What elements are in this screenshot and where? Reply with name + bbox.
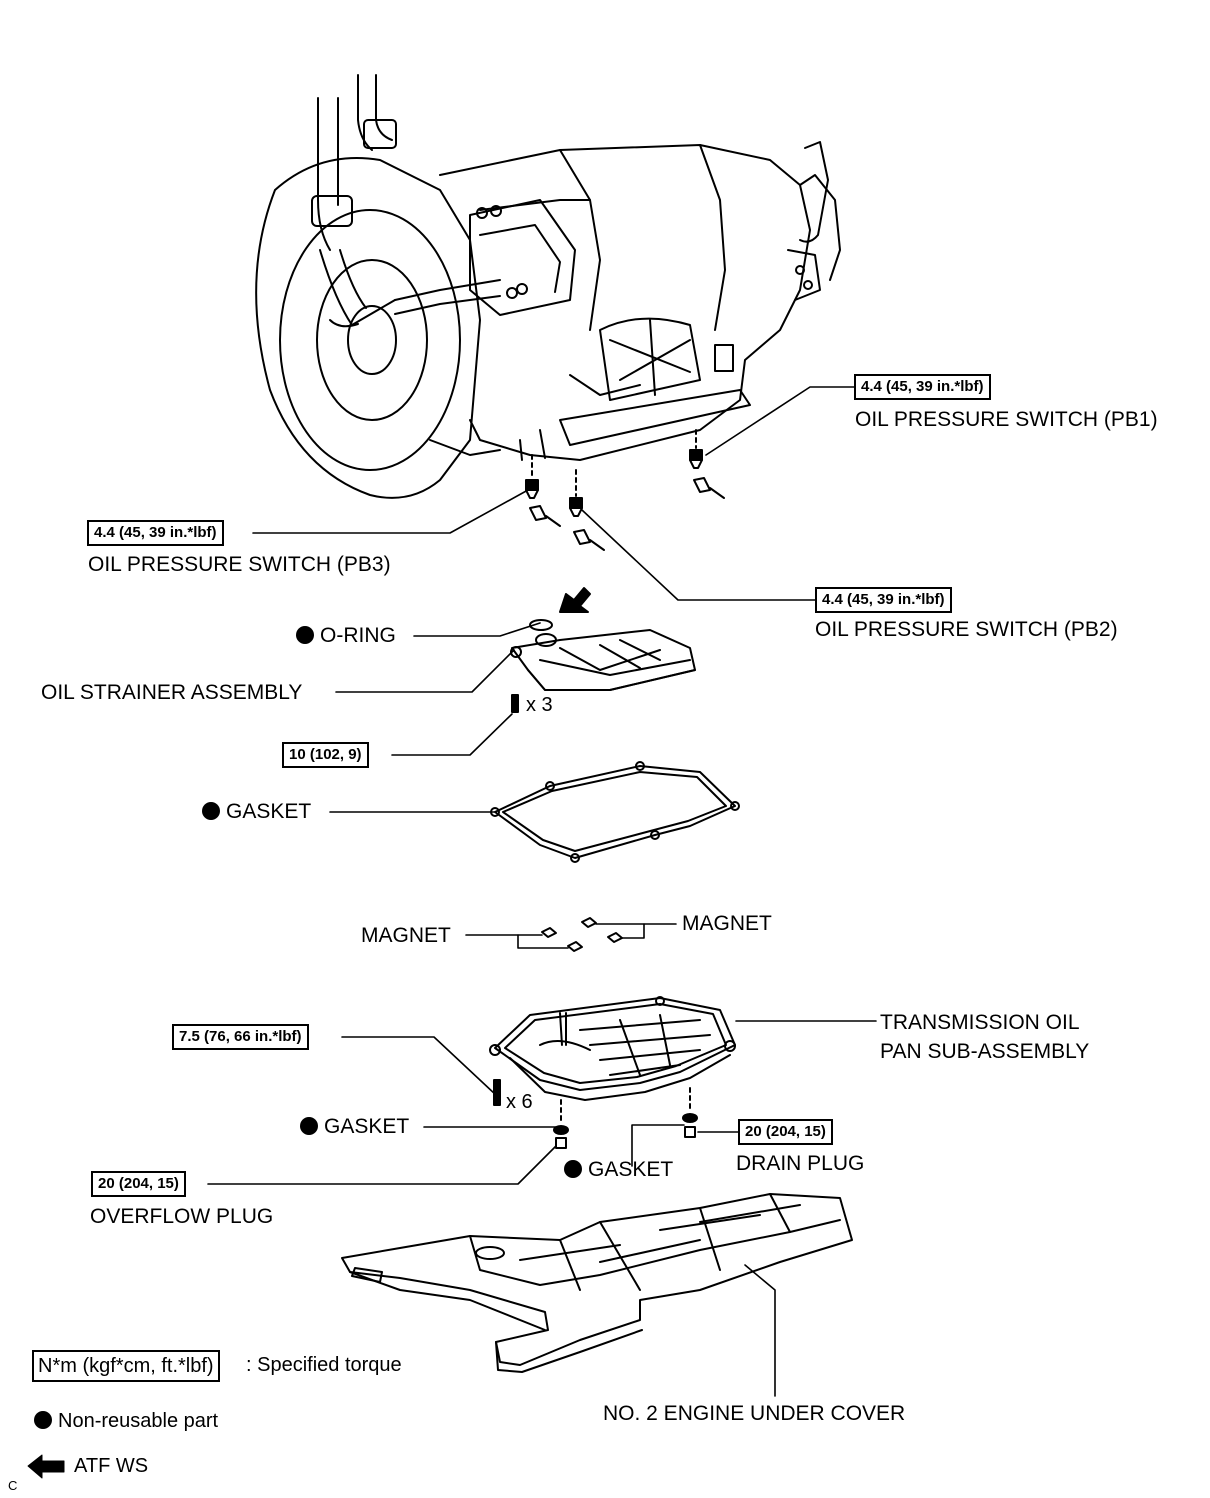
pb3-label: OIL PRESSURE SWITCH (PB3)	[88, 553, 391, 576]
pan-label-line1: TRANSMISSION OIL	[880, 1011, 1080, 1034]
pan-bolt-qty: x 6	[506, 1091, 533, 1113]
oil-pressure-switch-pb2-drawing	[569, 469, 605, 551]
legend-nonreusable: Non-reusable part	[34, 1409, 218, 1433]
pb1-label: OIL PRESSURE SWITCH (PB1)	[855, 408, 1158, 431]
oil-strainer-label: OIL STRAINER ASSEMBLY	[41, 681, 303, 704]
overflow-plug-label: OVERFLOW PLUG	[90, 1205, 274, 1228]
strainer-bolt-qty: x 3	[526, 694, 553, 716]
non-reusable-dot-icon	[202, 802, 220, 820]
drain-plug-label: DRAIN PLUG	[736, 1152, 865, 1175]
pb3-torque-box: 4.4 (45, 39 in.*lbf)	[87, 520, 224, 546]
o-ring-text: O-RING	[320, 624, 396, 647]
pb1-torque-box: 4.4 (45, 39 in.*lbf)	[854, 374, 991, 400]
magnet-left-label: MAGNET	[361, 924, 451, 947]
o-ring-drawing	[529, 619, 553, 631]
pan-bolt-torque-box: 7.5 (76, 66 in.*lbf)	[172, 1024, 309, 1050]
oil-pressure-switch-pb1-drawing	[689, 429, 725, 499]
o-ring-label: O-RING	[296, 624, 396, 648]
legend-nonreusable-text: Non-reusable part	[58, 1410, 219, 1432]
oil-pressure-switch-pb3-drawing	[525, 454, 561, 527]
non-reusable-dot-icon	[34, 1411, 52, 1429]
drain-torque-box: 20 (204, 15)	[738, 1119, 833, 1145]
corner-mark: C	[8, 1478, 18, 1493]
pan-gasket-drawing	[490, 761, 740, 863]
gasket-overflow-label: GASKET	[300, 1115, 409, 1139]
magnet-right-label: MAGNET	[682, 912, 772, 935]
under-cover-label: NO. 2 ENGINE UNDER COVER	[603, 1402, 906, 1425]
non-reusable-dot-icon	[300, 1117, 318, 1135]
pb2-label: OIL PRESSURE SWITCH (PB2)	[815, 618, 1118, 641]
gasket-upper-label: GASKET	[202, 800, 311, 824]
legend-torque-box: N*m (kgf*cm, ft.*lbf)	[32, 1350, 220, 1382]
strainer-bolt-torque-box: 10 (102, 9)	[282, 742, 369, 768]
gasket-overflow-text: GASKET	[324, 1115, 410, 1138]
gasket-drain-label: GASKET	[564, 1158, 673, 1182]
oil-pan-drawing	[489, 996, 736, 1149]
engine-under-cover-drawing	[341, 1193, 853, 1373]
oil-strainer-drawing	[510, 629, 696, 713]
overflow-torque-box: 20 (204, 15)	[91, 1171, 186, 1197]
transmission-assembly-drawing	[255, 74, 841, 499]
legend-torque-text: : Specified torque	[246, 1354, 402, 1376]
pan-label-line2: PAN SUB-ASSEMBLY	[880, 1040, 1090, 1063]
atf-ws-arrow	[559, 587, 591, 613]
magnet-drawings	[541, 917, 623, 952]
non-reusable-dot-icon	[564, 1160, 582, 1178]
gasket-upper-text: GASKET	[226, 800, 312, 823]
non-reusable-dot-icon	[296, 626, 314, 644]
atf-ws-legend-arrow-icon	[27, 1454, 65, 1479]
pb2-torque-box: 4.4 (45, 39 in.*lbf)	[815, 587, 952, 613]
leader-lines	[207, 386, 877, 1397]
gasket-drain-text: GASKET	[588, 1158, 674, 1181]
legend-atf-text: ATF WS	[74, 1455, 149, 1477]
